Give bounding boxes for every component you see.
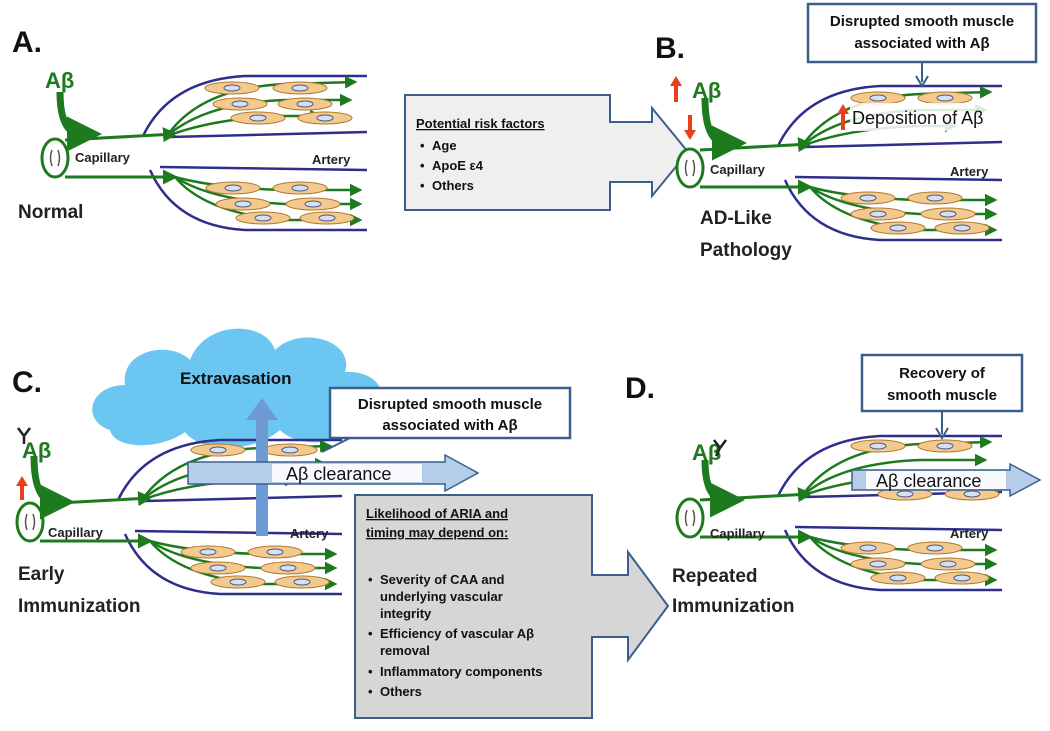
panel-b-deposition-label: Deposition of Aβ [852,108,983,128]
svg-text:•: • [368,664,373,679]
panel-d-stage-line2: Immunization [672,596,794,617]
panel-d-clearance-label: Aβ clearance [876,471,981,491]
panel-b-abeta-arrow [701,97,747,161]
panel-d: D. Aβ clearance Aβ Capillary Artery Repe… [625,353,1042,617]
risk-heading: Potential risk factors [416,116,545,131]
panel-a-stage-label: Normal [18,202,83,223]
aria-item-4: Others [380,684,422,699]
aria-heading-line1: Likelihood of ARIA and [366,506,508,521]
aria-heading-line2: timing may depend on: [366,525,508,540]
panel-c-capillary-label: Capillary [48,525,104,540]
aria-item-1b: underlying vascular [380,589,503,604]
panel-a: A. Aβ Capillary Artery Normal [12,26,367,230]
panel-b-letter: B. [655,32,685,65]
risk-item-3: Others [432,178,474,193]
panel-c-callout-line2: associated with Aβ [382,417,517,434]
panel-a-upper-muscle [204,81,353,125]
panel-c: C. Extravasation Aβ clearance Aβ Capilla… [12,328,572,617]
risk-factor-box: Potential risk factors • Age • ApoE ε4 •… [404,94,690,211]
panel-c-abeta-arrow [30,455,75,520]
panel-b-capillary-label: Capillary [710,162,766,177]
panel-b-stage-line2: Pathology [700,240,792,261]
aria-item-2b: removal [380,643,430,658]
panel-c-stage-line2: Immunization [18,596,140,617]
aria-item-1c: integrity [380,606,432,621]
panel-a-abeta-arrow [56,91,102,152]
aria-box: Likelihood of ARIA and timing may depend… [354,494,670,719]
panel-d-artery-label: Artery [950,526,989,541]
panel-c-antibody-icon [17,427,31,444]
panel-b: B. Aβ Deposition of Aβ Capillary Artery … [655,2,1038,261]
svg-text:•: • [368,572,373,587]
panel-c-artery-label: Artery [290,526,329,541]
panel-b-stage-line1: AD-Like [700,208,772,229]
panel-a-capillary-label: Capillary [75,150,131,165]
risk-item-1: Age [432,138,457,153]
svg-text:•: • [420,178,425,193]
panel-d-letter: D. [625,372,655,405]
panel-c-callout-pointer [321,437,351,453]
panel-c-callout-box [328,386,572,440]
panel-b-callout-line1: Disrupted smooth muscle [830,13,1014,30]
panel-d-callout-line1: Recovery of [899,365,986,382]
panel-d-capillary-label: Capillary [710,526,766,541]
panel-b-abeta-label: Aβ [692,78,721,103]
panel-c-disrupted-muscle [190,443,318,457]
panel-c-clearance-label: Aβ clearance [286,464,391,484]
panel-b-artery-label: Artery [950,164,989,179]
svg-text:•: • [420,158,425,173]
panel-a-letter: A. [12,26,42,59]
panel-d-callout-line2: smooth muscle [887,387,997,404]
svg-text:•: • [420,138,425,153]
panel-d-stage-line1: Repeated [672,566,758,587]
panel-c-stage-line1: Early [18,564,65,585]
risk-item-2: ApoE ε4 [432,158,484,173]
panel-d-abeta-arrow [701,459,745,518]
svg-text:•: • [368,626,373,641]
panel-c-abeta-label: Aβ [22,438,51,463]
panel-c-callout-line1: Disrupted smooth muscle [358,396,542,413]
panel-c-letter: C. [12,366,42,399]
aria-item-1a: Severity of CAA and [380,572,505,587]
panel-a-abeta-label: Aβ [45,68,74,93]
aria-item-3: Inflammatory components [380,664,543,679]
extravasation-label: Extravasation [180,369,292,388]
svg-text:•: • [368,684,373,699]
panel-d-antibody-icon [713,439,727,457]
extravasation-cloud [92,328,383,448]
aria-item-2a: Efficiency of vascular Aβ [380,626,534,641]
panel-a-artery-label: Artery [312,152,351,167]
panel-b-callout-line2: associated with Aβ [854,35,989,52]
